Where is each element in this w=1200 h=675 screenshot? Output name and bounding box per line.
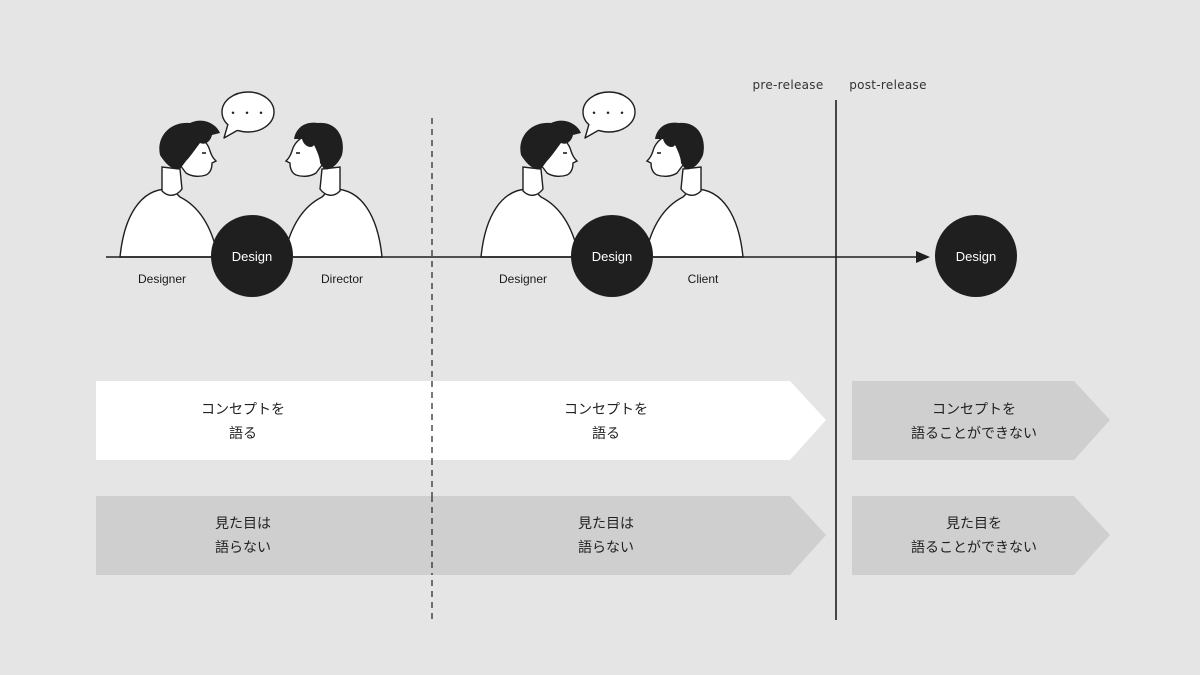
design-label: Design: [956, 249, 996, 264]
appearance-post-line1: 見た目を: [946, 516, 1002, 532]
concept-text-line2: 語る: [229, 426, 257, 442]
design-label: Design: [592, 249, 632, 264]
design-node-2: Design: [571, 215, 653, 297]
concept-text-line1: コンセプトを: [201, 402, 285, 418]
concept-text-line2: 語る: [592, 426, 620, 442]
design-node-1: Design: [211, 215, 293, 297]
concept-post-line2: 語ることができない: [911, 426, 1037, 442]
director-figure: [283, 121, 383, 258]
concept-post-line1: コンセプトを: [932, 402, 1016, 418]
speech-dots: ・・・: [227, 106, 269, 120]
designer-label: Designer: [499, 272, 547, 286]
appearance-band-post: [852, 496, 1110, 575]
scene-1: ・・・ Designer Director: [119, 90, 383, 286]
post-release-label: post-release: [849, 78, 927, 92]
appearance-text-line2: 語らない: [578, 540, 634, 556]
designer-figure: [119, 119, 221, 258]
speech-dots: ・・・: [588, 106, 630, 120]
appearance-band-pre: [96, 496, 826, 575]
client-label: Client: [688, 272, 719, 286]
concept-band-pre: [96, 381, 826, 460]
concept-band-post: [852, 381, 1110, 460]
client-figure: [644, 121, 744, 258]
designer-figure: [480, 119, 582, 258]
design-node-final: Design: [935, 215, 1017, 297]
appearance-text-line1: 見た目は: [578, 516, 634, 532]
appearance-text-line1: 見た目は: [215, 516, 271, 532]
design-label: Design: [232, 249, 272, 264]
concept-text-line1: コンセプトを: [564, 402, 648, 418]
pre-release-label: pre-release: [752, 78, 823, 92]
arrow-head-icon: [916, 251, 930, 263]
director-label: Director: [321, 272, 363, 286]
appearance-post-line2: 語ることができない: [911, 540, 1037, 556]
designer-label: Designer: [138, 272, 186, 286]
scene-2: ・・・ Designer Client: [480, 90, 744, 286]
appearance-text-line2: 語らない: [215, 540, 271, 556]
